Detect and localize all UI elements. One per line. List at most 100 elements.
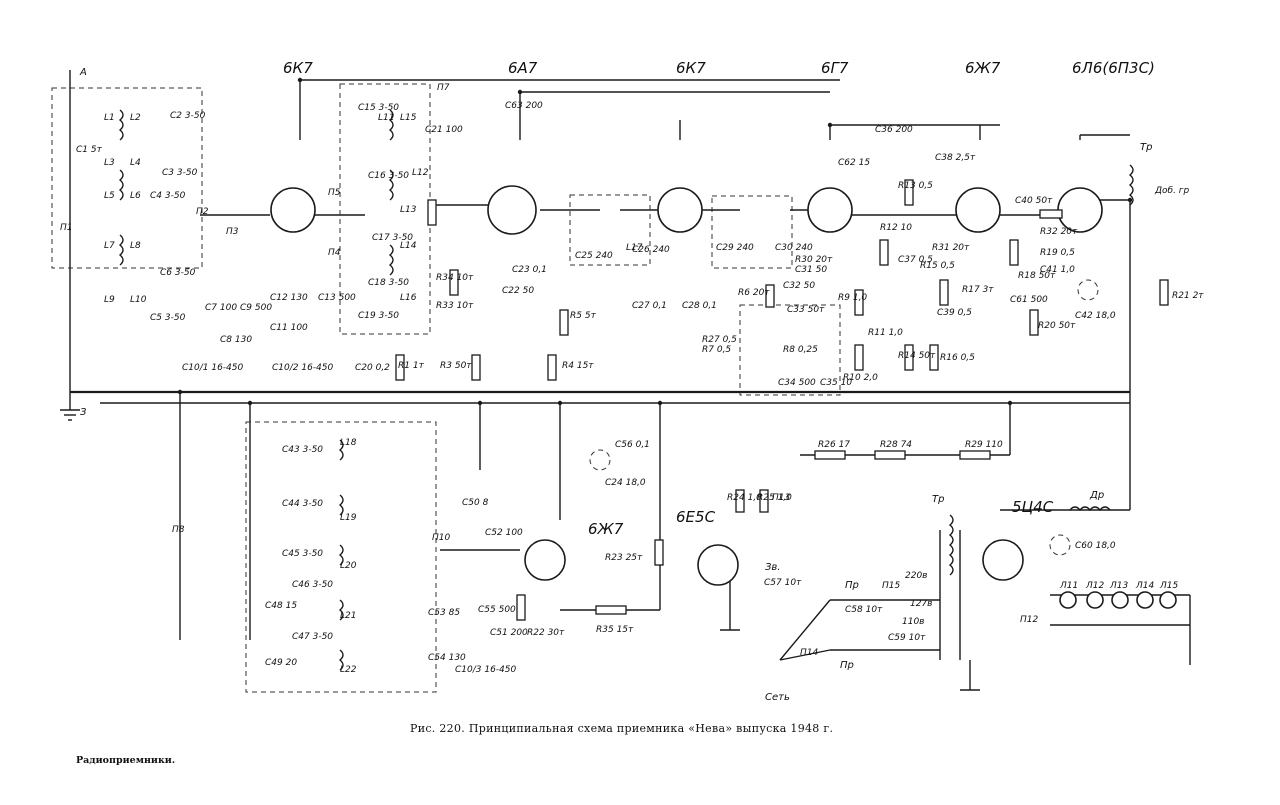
tube-v7 [524, 539, 566, 581]
label-l20: L20 [340, 561, 357, 571]
label-l5: L5 [104, 191, 115, 201]
tube-v8 [697, 544, 739, 586]
label-c6: C6 3-50 [160, 268, 196, 278]
label-p15: П15 [882, 581, 900, 591]
label-c56: C56 0,1 [615, 440, 650, 450]
label-lamp15: Л15 [1159, 581, 1178, 591]
label-r6: R6 20т [738, 288, 770, 298]
label-l8: L8 [130, 241, 141, 251]
label-c10-3: C10/3 16-450 [455, 665, 517, 675]
label-c9: C9 500 [240, 303, 272, 313]
label-r16: R16 0,5 [940, 353, 975, 363]
speaker-label: Доб. гр [1154, 186, 1190, 196]
tube-label-v4: 6Г7 [821, 59, 849, 77]
label-p5: П5 [328, 188, 341, 198]
label-r4: R4 15т [562, 361, 594, 371]
label-l10: L10 [130, 295, 147, 305]
label-r23: R23 25т [605, 553, 643, 563]
label-c34: C34 500 [778, 378, 816, 388]
pilot-lamps [1059, 591, 1177, 609]
label-c55: C55 500 [478, 605, 516, 615]
label-c18: C18 3-50 [368, 278, 409, 288]
label-r32: R32 20т [1040, 227, 1078, 237]
label-c15: C15 3-50 [358, 103, 399, 113]
label-r17: R17 3т [962, 285, 994, 295]
label-c4: C4 3-50 [150, 191, 186, 201]
label-r1: R1 1т [398, 361, 425, 371]
label-l18: L18 [340, 438, 357, 448]
label-c25: C25 240 [575, 251, 613, 261]
label-l6: L6 [130, 191, 141, 201]
label-c40: C40 50т [1015, 196, 1053, 206]
label-l11: L11 [378, 113, 394, 123]
tube-labels: 6К7 6А7 6К7 6Г7 6Ж7 6Л6(6П3С) 6Ж7 6Е5С 5… [283, 59, 1155, 538]
label-c2: C2 3-50 [170, 111, 206, 121]
label-c58: C58 10т [845, 605, 883, 615]
label-r9: R9 1,0 [838, 293, 867, 303]
label-l3: L3 [104, 158, 115, 168]
label-l12: L12 [412, 168, 429, 178]
label-c8: C8 130 [220, 335, 252, 345]
label-c12: C12 130 [270, 293, 308, 303]
label-p12: П12 [1020, 615, 1038, 625]
label-r13: R13 0,5 [898, 181, 933, 191]
label-l9: L9 [104, 295, 115, 305]
label-r27: R27 0,5 [702, 335, 737, 345]
choke-label: Др [1089, 490, 1104, 501]
label-c59: C59 10т [888, 633, 926, 643]
tube-label-v6: 6Л6(6П3С) [1072, 59, 1155, 77]
label-p14: П14 [800, 648, 818, 658]
label-p2: П2 [196, 207, 209, 217]
tube-v4 [807, 187, 853, 233]
output-transformer-label: Тр [1140, 142, 1152, 153]
label-c43: C43 3-50 [282, 445, 323, 455]
label-c16: C16 3-50 [368, 171, 409, 181]
label-c10-2: C10/2 16-450 [272, 363, 334, 373]
label-c47: C47 3-50 [292, 632, 333, 642]
label-c63: C63 200 [505, 101, 543, 111]
misc-labels: А З Сеть Зв. Доб. гр Тр Тр Др Пр Пр [79, 67, 1190, 703]
label-220v: 220в [905, 571, 927, 581]
label-c23: C23 0,1 [512, 265, 547, 275]
label-r24: R24 1,0 [727, 493, 762, 503]
tube-label-v2: 6А7 [508, 59, 538, 77]
tube-label-v5: 6Ж7 [965, 59, 1001, 77]
label-c62: C62 15 [838, 158, 870, 168]
wiring [60, 70, 1191, 691]
label-c27: C27 0,1 [632, 301, 667, 311]
fuse-1-label: Пр [845, 580, 859, 591]
label-l14: L14 [400, 241, 417, 251]
label-c5: C5 3-50 [150, 313, 186, 323]
label-c60: C60 18,0 [1075, 541, 1116, 551]
label-p8: П8 [172, 525, 185, 535]
label-c33: C33 50т [787, 305, 825, 315]
label-110v: 110в [902, 617, 924, 627]
label-c19: C19 3-50 [358, 311, 399, 321]
label-r28: R28 74 [880, 440, 912, 450]
label-c1: C1 5т [76, 145, 103, 155]
label-r15: R15 0,5 [920, 261, 955, 271]
page-footer: Радиоприемники. [76, 755, 176, 766]
label-r20: R20 50т [1038, 321, 1076, 331]
label-c30: C30 240 [775, 243, 813, 253]
label-c41: C41 1,0 [1040, 265, 1075, 275]
label-c39: C39 0,5 [937, 308, 972, 318]
resistors [395, 179, 1169, 621]
label-r14: R14 50т [898, 351, 936, 361]
tube-label-v8: 6Е5С [676, 508, 716, 526]
junction-dots [177, 77, 1133, 406]
label-lamp13: Л13 [1109, 581, 1128, 591]
antenna-label: А [79, 67, 87, 78]
shield-enclosures [51, 83, 841, 693]
label-r25: R25 1,0 [757, 493, 792, 503]
label-p3: П3 [226, 227, 239, 237]
label-l22: L22 [340, 665, 357, 675]
label-c29: C29 240 [716, 243, 754, 253]
tubes [270, 185, 1103, 586]
label-l1: L1 [104, 113, 115, 123]
label-l7: L7 [104, 241, 115, 251]
component-labels: C1 5т C2 3-50 C3 3-50 C4 3-50 C5 3-50 C6… [60, 83, 1204, 675]
label-r8: R8 0,25 [783, 345, 818, 355]
label-c49: C49 20 [265, 658, 297, 668]
label-c37: C37 0,5 [898, 255, 933, 265]
